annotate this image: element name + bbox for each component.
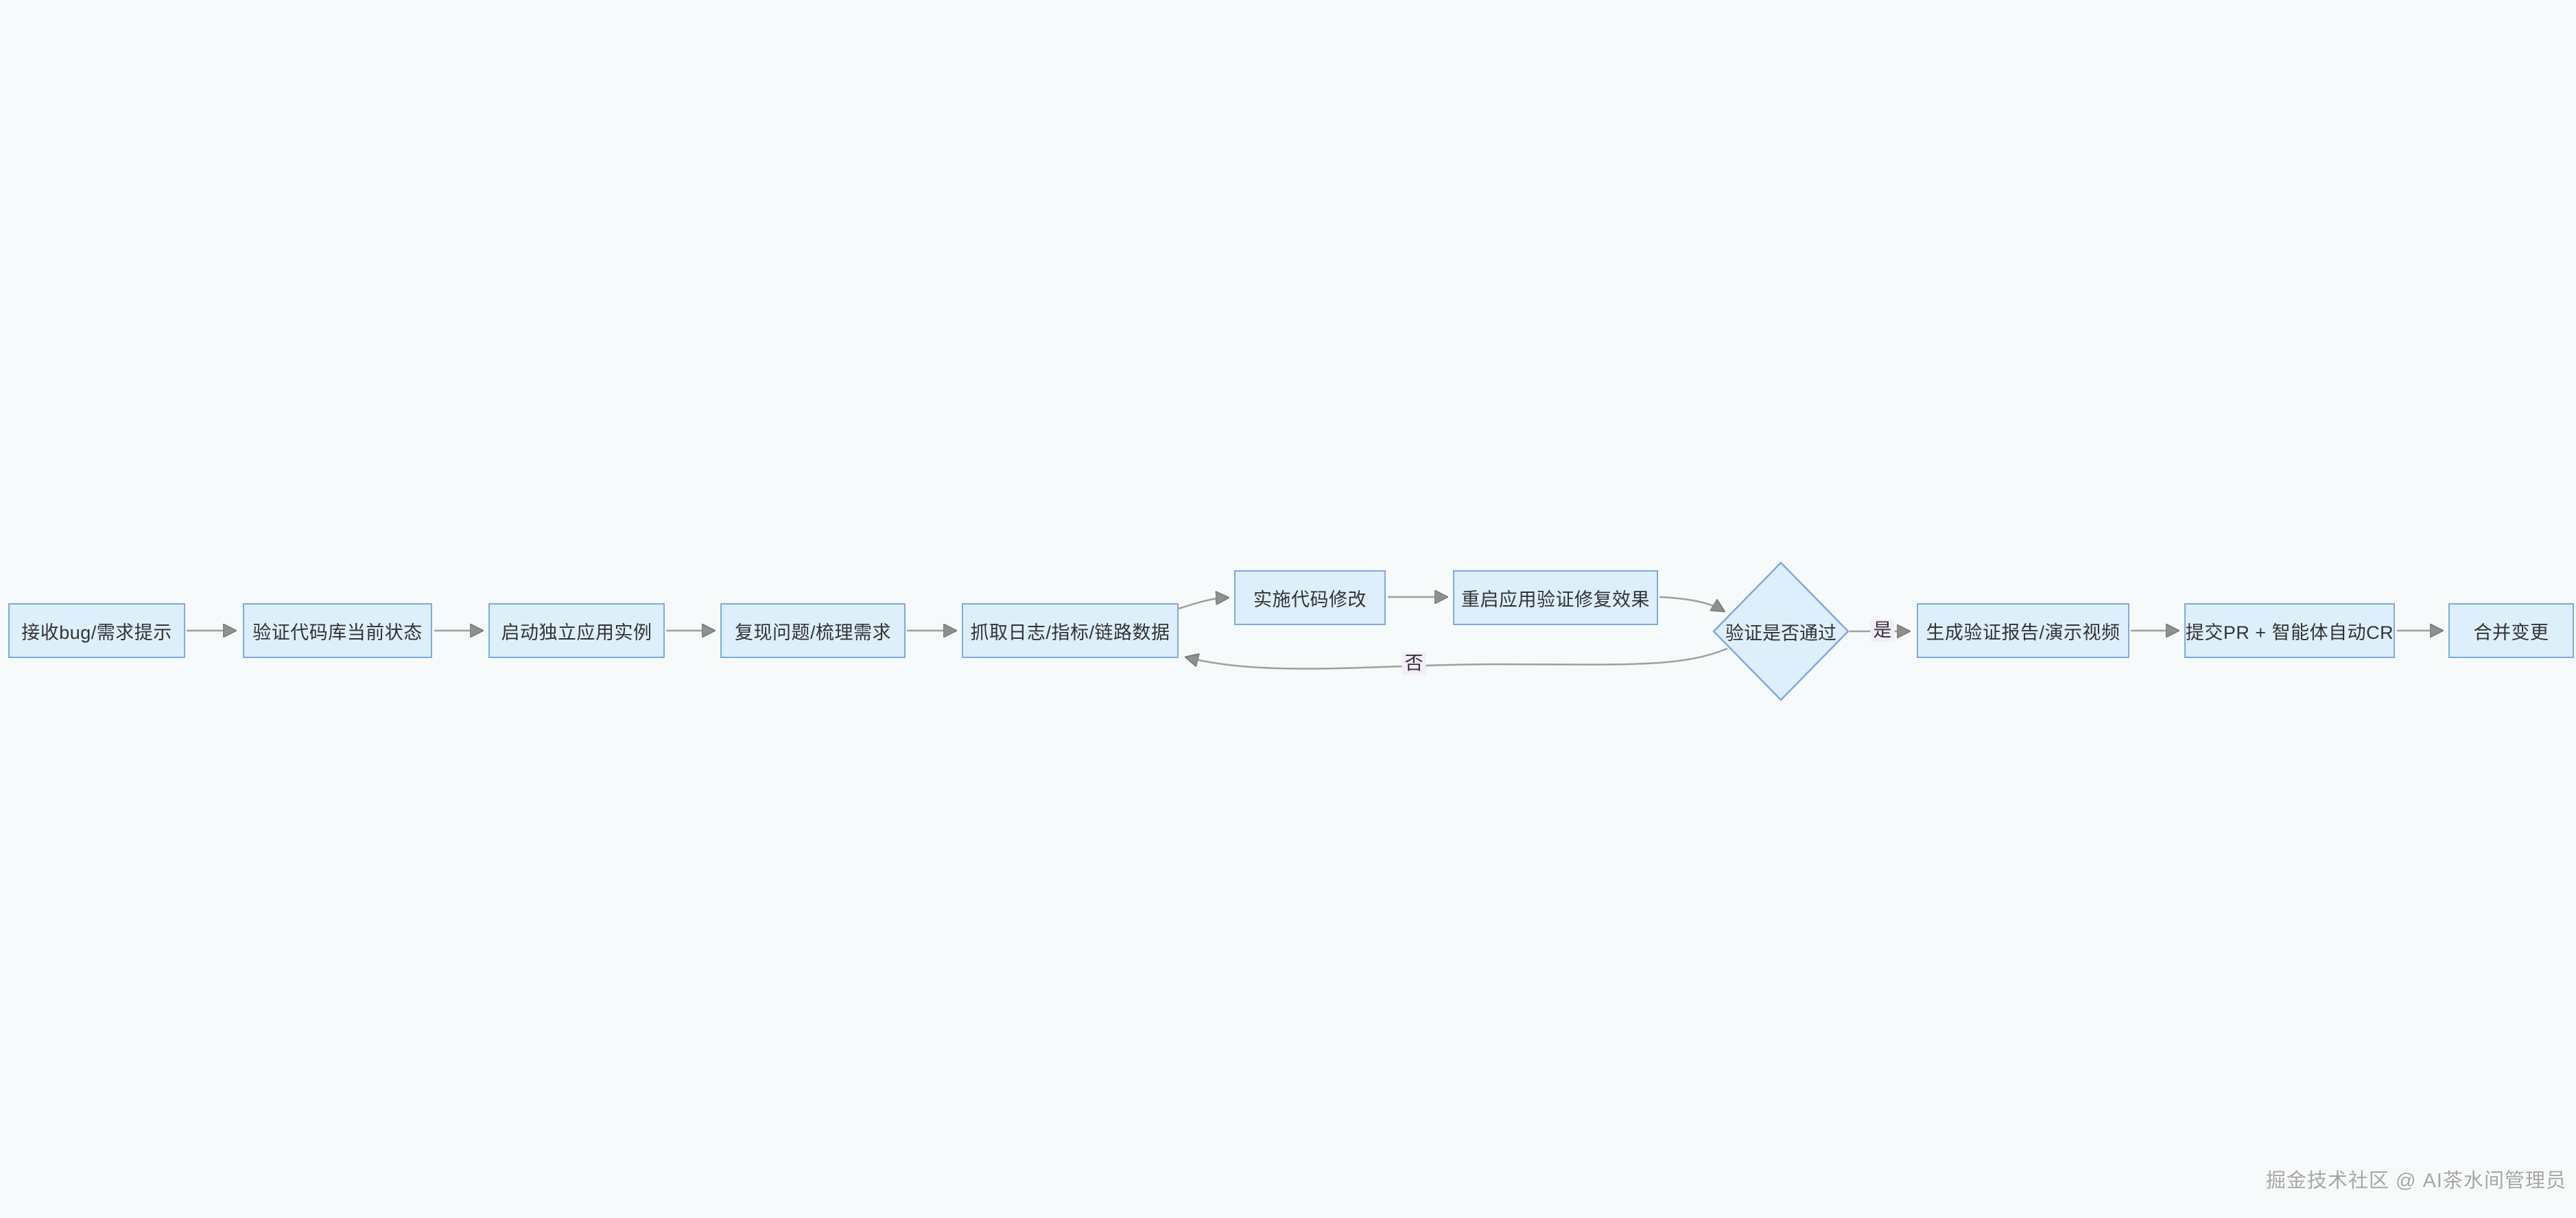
node-verify-codebase-label: 验证代码库当前状态 — [252, 622, 423, 643]
edge-label-yes: 是 — [1870, 619, 1895, 642]
node-receive-bug: 接收bug/需求提示 — [8, 603, 185, 658]
node-submit-pr-label: 提交PR + 智能体自动CR — [2185, 622, 2394, 643]
watermark-credit: 掘金技术社区 @ AI茶水间管理员 — [2266, 1170, 2566, 1192]
node-start-instance-label: 启动独立应用实例 — [501, 622, 652, 643]
node-generate-report: 生成验证报告/演示视频 — [1917, 603, 2129, 658]
node-capture-logs-label: 抓取日志/指标/链路数据 — [970, 622, 1170, 643]
node-verify-pass-label: 验证是否通过 — [1725, 622, 1836, 644]
decision-diamond-shape — [1712, 561, 1850, 701]
node-implement-fix: 实施代码修改 — [1234, 570, 1386, 625]
edge-decision-no-to-capture — [1187, 647, 1728, 670]
node-capture-logs: 抓取日志/指标/链路数据 — [962, 603, 1179, 658]
node-verify-codebase: 验证代码库当前状态 — [243, 603, 432, 658]
node-reproduce-issue: 复现问题/梳理需求 — [720, 603, 906, 658]
node-reproduce-issue-label: 复现问题/梳理需求 — [734, 622, 891, 643]
node-generate-report-label: 生成验证报告/演示视频 — [1926, 622, 2120, 643]
node-merge-change-label: 合并变更 — [2473, 622, 2549, 643]
node-verify-pass-decision: 验证是否通过 — [1714, 604, 1848, 659]
node-implement-fix-label: 实施代码修改 — [1253, 589, 1367, 610]
node-merge-change: 合并变更 — [2448, 603, 2574, 658]
edge-restart-to-decision — [1659, 596, 1723, 611]
node-submit-pr: 提交PR + 智能体自动CR — [2184, 603, 2395, 658]
edge-label-no: 否 — [1402, 652, 1426, 675]
node-receive-bug-label: 接收bug/需求提示 — [21, 622, 172, 643]
node-start-instance: 启动独立应用实例 — [488, 603, 665, 658]
node-restart-verify: 重启应用验证修复效果 — [1453, 570, 1658, 625]
edge-capture-to-implement — [1178, 598, 1227, 610]
node-restart-verify-label: 重启应用验证修复效果 — [1461, 589, 1650, 610]
